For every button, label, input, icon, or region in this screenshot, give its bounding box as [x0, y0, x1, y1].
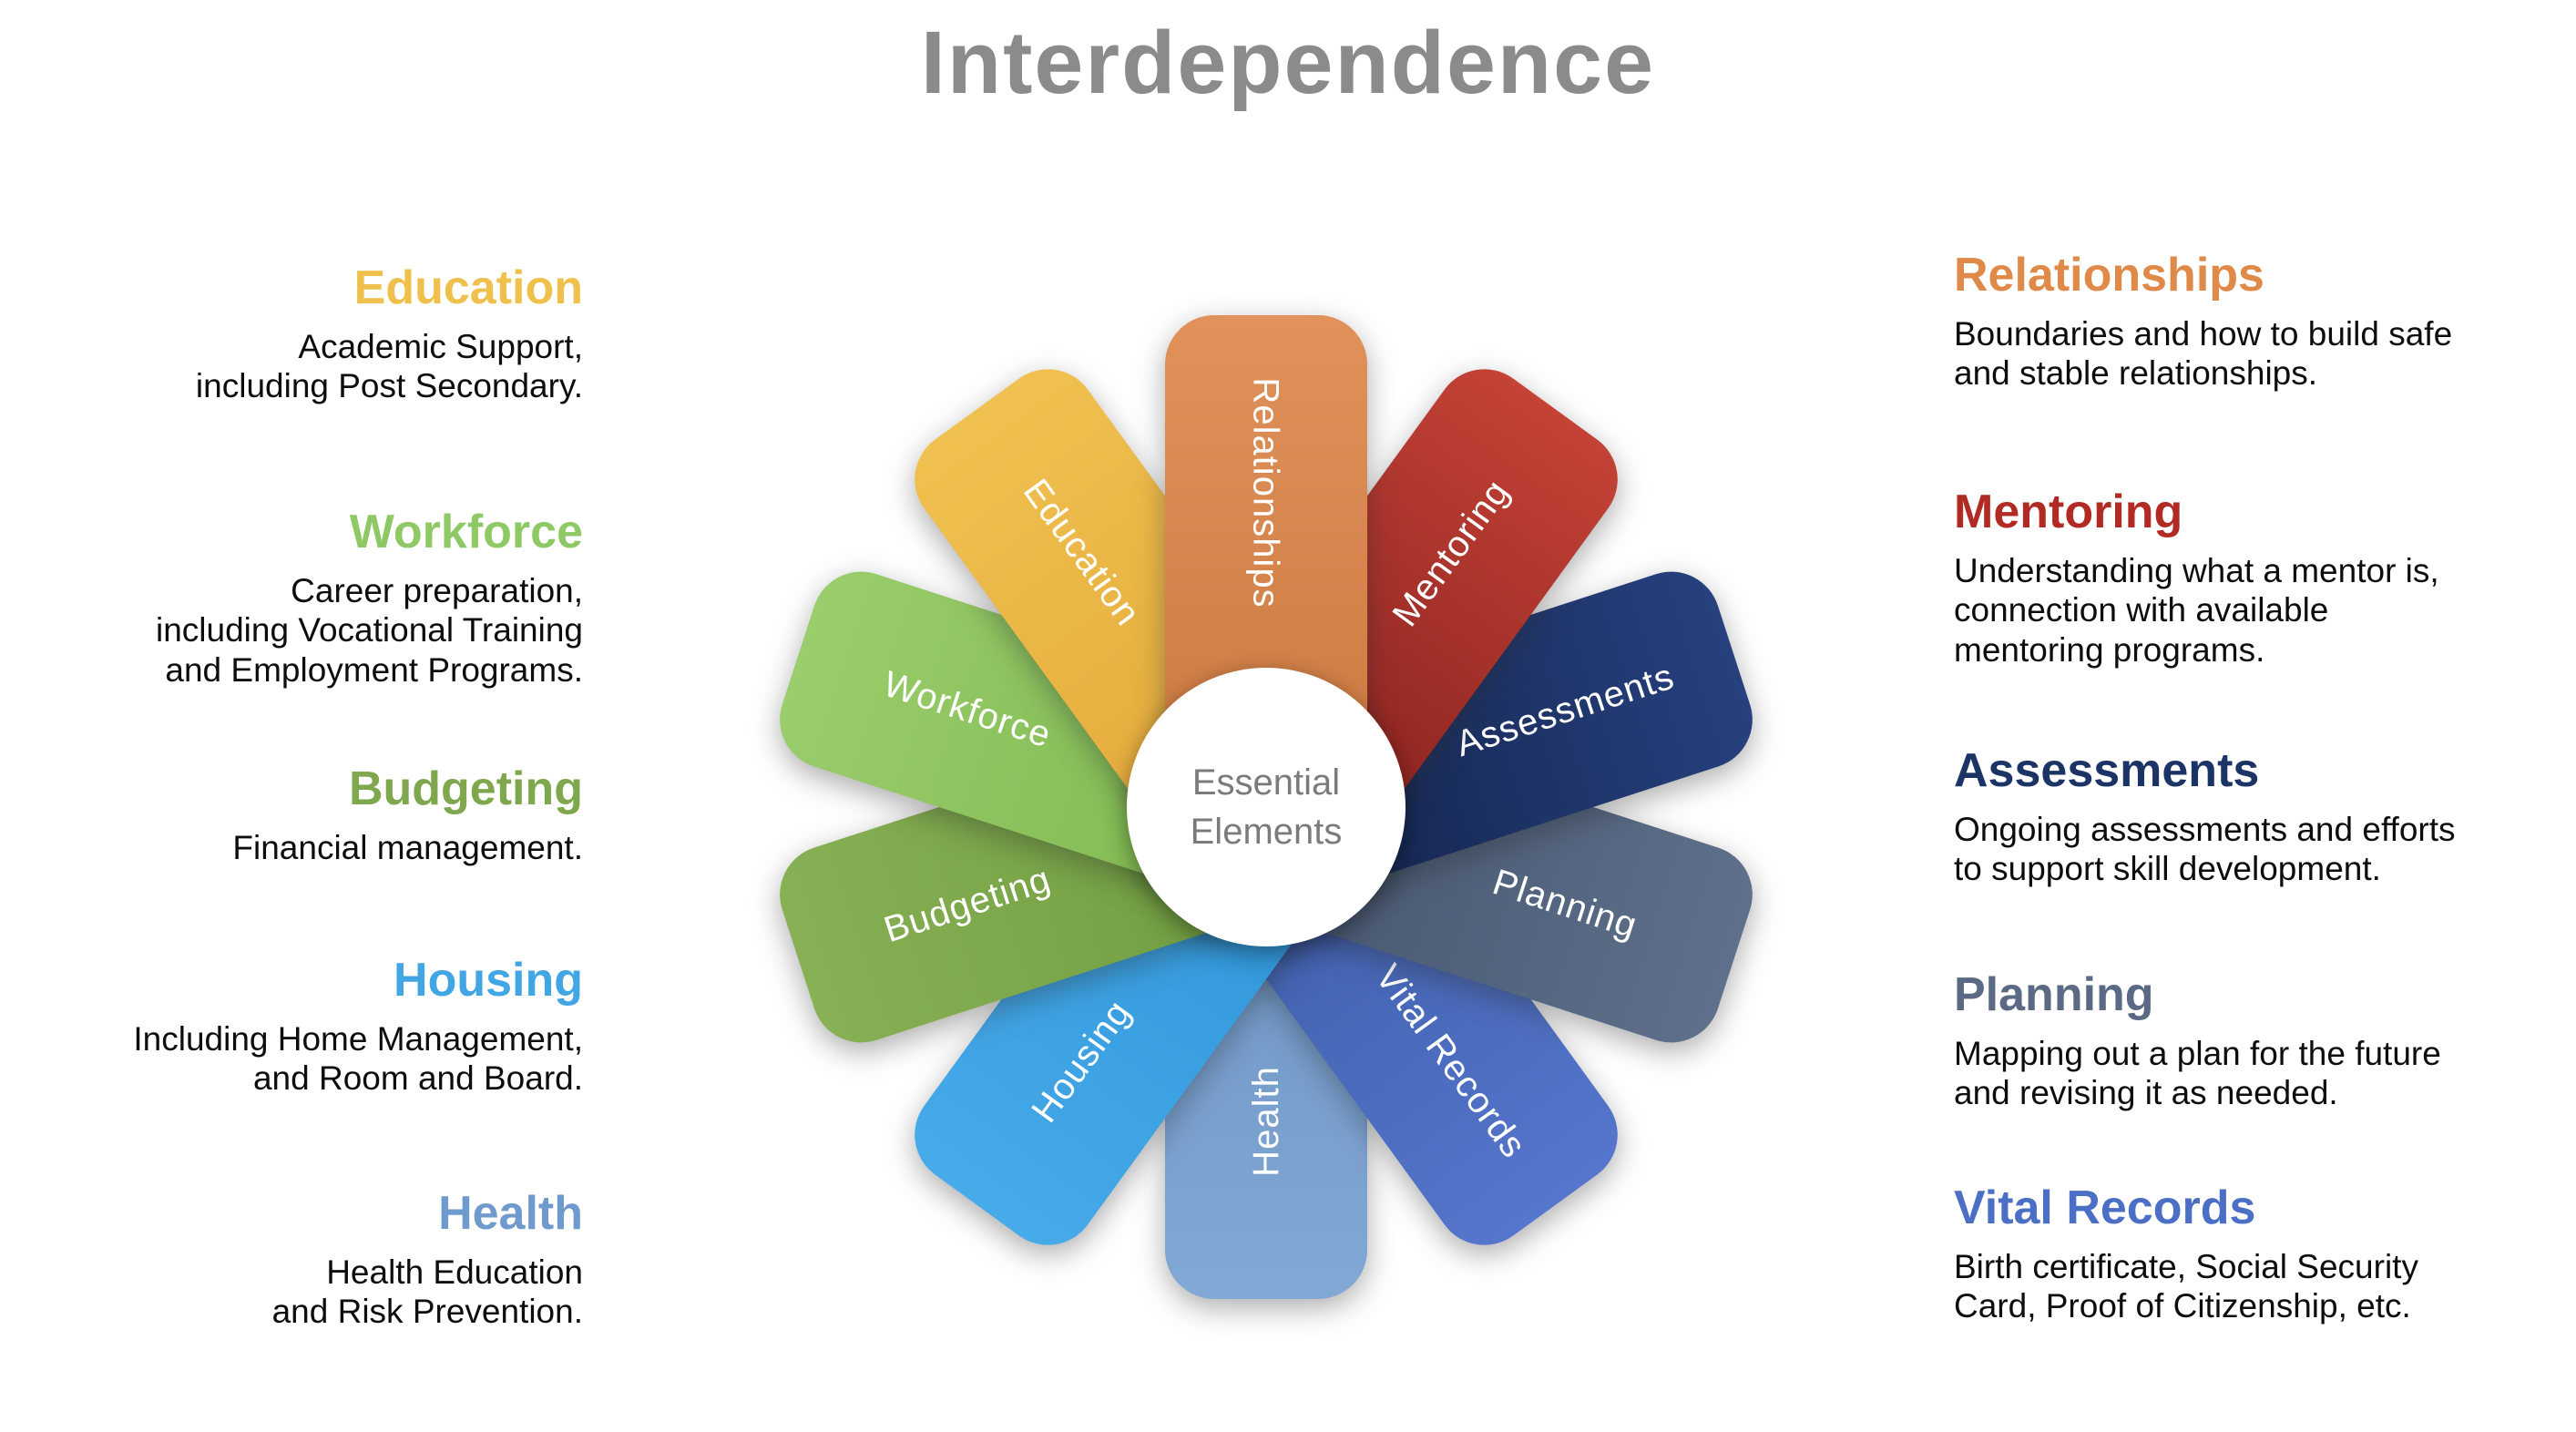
hub-text-line2: Elements [1190, 812, 1343, 852]
vital-records-body: Birth certificate, Social Security Card,… [1954, 1247, 2537, 1326]
budgeting-body-line: Financial management. [232, 829, 583, 867]
mentoring-body-line: mentoring programs. [1954, 630, 2265, 669]
health-body-line: and Risk Prevention. [271, 1293, 583, 1331]
section-workforce: Workforce Career preparation, including … [55, 506, 583, 690]
housing-heading: Housing [394, 954, 583, 1007]
section-planning: Planning Mapping out a plan for the futu… [1954, 968, 2537, 1113]
budgeting-body: Financial management. [55, 828, 583, 867]
education-heading: Education [353, 261, 583, 314]
education-body-line: including Post Secondary. [195, 367, 583, 405]
section-vital-records: Vital Records Birth certificate, Social … [1954, 1181, 2537, 1326]
health-body: Health Education and Risk Prevention. [55, 1253, 583, 1332]
workforce-body-line: and Employment Programs. [165, 650, 583, 689]
petal-label-education: Education [1015, 472, 1148, 634]
vital-records-body-line: Card, Proof of Citizenship, etc. [1954, 1287, 2411, 1325]
section-relationships: Relationships Boundaries and how to buil… [1954, 249, 2537, 394]
workforce-heading: Workforce [349, 506, 583, 558]
petal-label-housing: Housing [1024, 992, 1140, 1130]
education-body: Academic Support, including Post Seconda… [55, 327, 583, 406]
education-body-line: Academic Support, [298, 328, 583, 366]
assessments-body: Ongoing assessments and efforts to suppo… [1954, 810, 2537, 889]
housing-body-line: and Room and Board. [252, 1059, 583, 1098]
health-heading: Health [438, 1187, 583, 1240]
petal-label-budgeting: Budgeting [879, 858, 1056, 950]
section-assessments: Assessments Ongoing assessments and effo… [1954, 744, 2537, 889]
health-body-line: Health Education [326, 1253, 583, 1292]
workforce-body-line: Career preparation, [291, 572, 583, 610]
section-education: Education Academic Support, including Po… [55, 261, 583, 406]
vital-records-body-line: Birth certificate, Social Security [1954, 1248, 2418, 1286]
assessments-body-line: Ongoing assessments and efforts [1954, 811, 2456, 849]
petal-label-workforce: Workforce [878, 664, 1057, 756]
assessments-body-line: to support skill development. [1954, 850, 2381, 888]
planning-body: Mapping out a plan for the future and re… [1954, 1034, 2537, 1113]
budgeting-heading: Budgeting [348, 762, 583, 815]
planning-heading: Planning [1954, 968, 2154, 1021]
mentoring-body-line: Understanding what a mentor is, [1954, 552, 2439, 590]
page-title: Interdependence [920, 13, 1656, 112]
relationships-body-line: Boundaries and how to build safe [1954, 315, 2453, 353]
center-hub: Essential Elements [1127, 668, 1406, 946]
section-housing: Housing Including Home Management, and R… [55, 954, 583, 1099]
petal-label-mentoring: Mentoring [1385, 472, 1518, 634]
petal-label-health: Health [1246, 1066, 1286, 1177]
workforce-body-line: including Vocational Training [156, 611, 583, 650]
workforce-body: Career preparation, including Vocational… [55, 571, 583, 690]
mentoring-heading: Mentoring [1954, 486, 2183, 538]
section-health: Health Health Education and Risk Prevent… [55, 1187, 583, 1332]
section-mentoring: Mentoring Understanding what a mentor is… [1954, 486, 2537, 670]
section-budgeting: Budgeting Financial management. [55, 762, 583, 867]
relationships-body: Boundaries and how to build safe and sta… [1954, 314, 2537, 394]
planning-body-line: Mapping out a plan for the future [1954, 1035, 2441, 1073]
housing-body: Including Home Management, and Room and … [55, 1019, 583, 1099]
petal-label-relationships: Relationships [1246, 377, 1287, 609]
mentoring-body: Understanding what a mentor is, connecti… [1954, 551, 2537, 670]
hub-text-line1: Essential [1191, 762, 1341, 803]
assessments-heading: Assessments [1954, 744, 2260, 797]
mentoring-body-line: connection with available [1954, 591, 2329, 629]
planning-body-line: and revising it as needed. [1954, 1074, 2338, 1112]
relationships-body-line: and stable relationships. [1954, 354, 2318, 393]
petal-label-planning: Planning [1487, 862, 1642, 946]
relationships-heading: Relationships [1954, 249, 2264, 302]
housing-body-line: Including Home Management, [133, 1020, 583, 1059]
vital-records-heading: Vital Records [1954, 1181, 2256, 1234]
